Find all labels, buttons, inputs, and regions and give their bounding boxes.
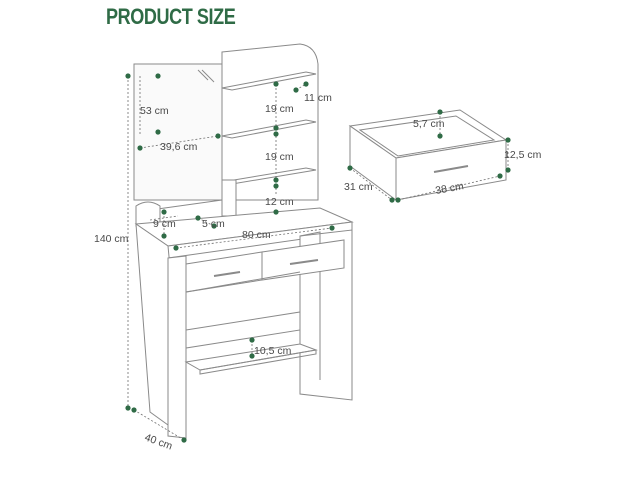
label-drawer-width: 38 cm bbox=[434, 180, 464, 197]
label-lower-shelf-height: 10,5 cm bbox=[254, 345, 292, 357]
label-shelf-gap-bottom: 12 cm bbox=[265, 196, 294, 208]
dimension-dots bbox=[125, 73, 511, 443]
label-mirror-height: 53 cm bbox=[140, 105, 169, 117]
shelf-top bbox=[221, 71, 317, 91]
drawer-detail bbox=[348, 109, 508, 201]
label-small-box-depth: 5 cm bbox=[202, 218, 225, 230]
page-title: PRODUCT SIZE bbox=[106, 4, 236, 29]
left-leg bbox=[167, 255, 187, 439]
drawer-right bbox=[261, 239, 345, 281]
dressing-table bbox=[133, 43, 354, 440]
label-shelf-gap-mid: 19 cm bbox=[265, 151, 294, 163]
drawer-inner bbox=[358, 115, 496, 157]
label-table-width: 80 cm bbox=[242, 229, 271, 241]
dimension-lines bbox=[127, 76, 509, 441]
drawer-left bbox=[185, 251, 263, 293]
mirror bbox=[133, 63, 223, 201]
label-drawer-height: 12,5 cm bbox=[504, 149, 542, 161]
label-drawer-inner-height: 5,7 cm bbox=[413, 118, 445, 130]
label-total-height: 140 cm bbox=[94, 233, 129, 245]
label-shelf-depth: 11 cm bbox=[304, 92, 332, 104]
dimension-labels: 53 cm 39,6 cm 19 cm 11 cm 19 cm 12 cm 9 … bbox=[94, 92, 542, 453]
back-board bbox=[185, 311, 301, 349]
label-shelf-gap-top: 19 cm bbox=[265, 103, 294, 115]
small-box-front bbox=[221, 179, 237, 217]
label-mirror-width: 39,6 cm bbox=[160, 141, 198, 153]
shelf-middle bbox=[221, 119, 317, 139]
label-drawer-depth: 31 cm bbox=[344, 181, 373, 193]
label-small-box-height: 9 cm bbox=[153, 218, 176, 230]
